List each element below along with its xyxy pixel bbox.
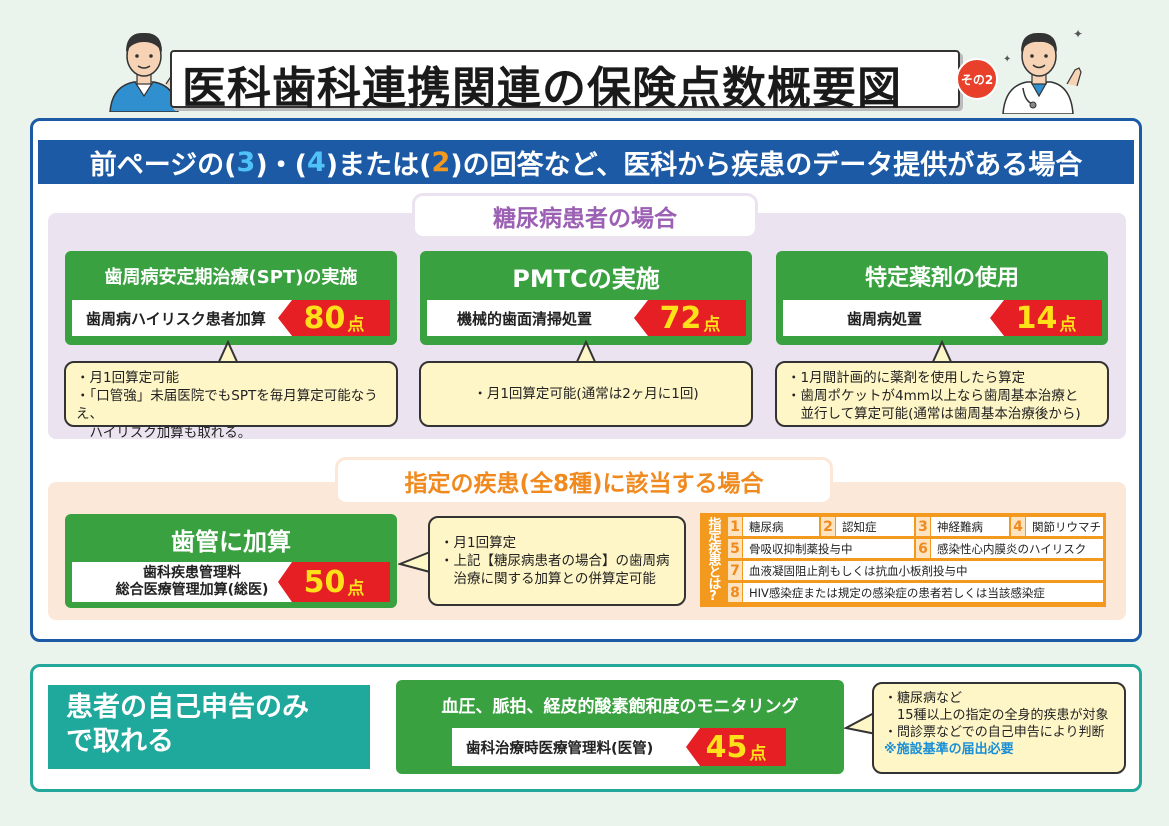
pmtc-note: ・月1回算定可能(通常は2ヶ月に1回)	[419, 361, 753, 427]
spt-card-title: 歯周病安定期治療(SPT)の実施	[104, 267, 358, 288]
note-line: ・上記【糖尿病患者の場合】の歯周病	[440, 553, 670, 570]
drug-item-label: 歯周病処置	[847, 309, 923, 328]
title-frame	[170, 50, 960, 108]
disease-name: 糖尿病	[743, 517, 819, 536]
svg-text:✦: ✦	[1003, 54, 1011, 65]
note-line: ・歯周ポケットが4mm以上なら歯周基本治療と	[787, 388, 1079, 405]
male-doctor-illustration: ✦ ✦	[1002, 27, 1083, 114]
note-line: ・1月間計画的に薬剤を使用したら算定	[787, 370, 1026, 386]
disease-name: 骨吸収抑制薬投与中	[743, 539, 914, 558]
disease-name: 認知症	[836, 517, 914, 536]
disease-name: HIV感染症または規定の感染症の患者若しくは当該感染症	[743, 583, 1103, 602]
header-text: )または(	[325, 149, 432, 181]
spt-note: ・月1回算定可能 ・「口管強」未届医院でもSPTを毎月算定可能なうえ、 ハイリス…	[64, 361, 398, 441]
male-staff-illustration	[109, 32, 179, 112]
note-line: ・「口管強」未届医院でもSPTを毎月算定可能なうえ、	[76, 388, 378, 423]
self-report-note: ・糖尿病など 15種以上の指定の全身的疾患が対象 ・問診票などでの自己申告により…	[872, 682, 1126, 774]
page-title: 医科歯科連携関連の保険点数概要図	[182, 63, 902, 114]
drug-card-title: 特定薬剤の使用	[864, 266, 1019, 291]
pmtc-item-label: 機械的歯面清掃処置	[457, 309, 593, 328]
disease-number: 7	[728, 561, 742, 580]
disease-number: 5	[728, 539, 742, 558]
points-value: 50	[303, 564, 346, 600]
main-header: 前ページの( 3 )・( 4 )または( 2 )の回答など、医科から疾患のデータ…	[38, 140, 1134, 184]
note-line: ・月1回算定可能(通常は2ヶ月に1回)	[473, 385, 699, 402]
header-number-3: 3	[236, 146, 256, 178]
spt-item: 歯周病ハイリスク患者加算	[72, 300, 312, 336]
shikan-note: ・月1回算定 ・上記【糖尿病患者の場合】の歯周病 治療に関する加算との併算定可能	[428, 516, 686, 606]
self-report-line1: 患者の自己申告のみ	[66, 692, 309, 723]
points-value: 72	[659, 300, 702, 336]
drug-item: 歯周病処置	[783, 300, 1023, 336]
note-pointer	[217, 340, 239, 365]
note-line: ハイリスク加算も取れる。	[76, 424, 252, 441]
header-text: )・(	[255, 149, 307, 181]
points-unit: 点	[749, 743, 767, 764]
shikan-item: 歯科疾患管理料 総合医療管理加算(総医)	[72, 562, 312, 602]
header-text: )の回答など、医科から疾患のデータ提供がある場合	[450, 149, 1083, 181]
note-pointer	[844, 711, 877, 735]
note-line: 治療に関する加算との併算定可能	[440, 571, 656, 588]
note-line: ・糖尿病など	[884, 691, 963, 706]
disease-table-label: 指定疾患とは?	[705, 517, 721, 603]
self-report-line2: で取れる	[66, 725, 174, 757]
note-line: ・月1回算定可能	[76, 370, 180, 386]
note-pointer	[398, 551, 431, 573]
header-number-2: 2	[431, 146, 451, 178]
diabetes-section-title: 糖尿病患者の場合	[415, 196, 755, 236]
disease-number: 4	[1011, 517, 1025, 536]
part-badge: その2	[956, 58, 998, 100]
spt-item-label: 歯周病ハイリスク患者加算	[86, 309, 266, 328]
pmtc-item: 機械的歯面清掃処置	[427, 300, 667, 336]
monitoring-item-label: 歯科治療時医療管理料(医管)	[466, 740, 654, 757]
disease-number: 8	[728, 583, 742, 602]
points-value: 14	[1015, 300, 1058, 336]
shikan-item-line1: 歯科疾患管理料	[143, 565, 241, 582]
disease-number: 1	[728, 517, 742, 536]
points-value: 45	[705, 729, 748, 765]
points-unit: 点	[1059, 314, 1077, 335]
self-report-label: 患者の自己申告のみ で取れる	[48, 685, 370, 769]
note-pointer	[931, 340, 953, 365]
disease-number: 6	[916, 539, 930, 558]
svg-text:✦: ✦	[1073, 27, 1083, 41]
points-unit: 点	[347, 314, 365, 335]
monitoring-item: 歯科治療時医療管理料(医管)	[452, 728, 702, 766]
disease-number: 2	[821, 517, 835, 536]
disease-number: 3	[916, 517, 930, 536]
disease-name: 関節リウマチ	[1026, 517, 1103, 536]
header-text: 前ページの(	[89, 149, 237, 181]
header-number-4: 4	[307, 146, 326, 178]
note-line: ・月1回算定	[440, 535, 517, 551]
designated-section-title: 指定の疾患(全8種)に該当する場合	[338, 460, 830, 502]
points-unit: 点	[347, 578, 365, 599]
drug-note: ・1月間計画的に薬剤を使用したら算定 ・歯周ポケットが4mm以上なら歯周基本治療…	[775, 361, 1109, 427]
note-line: 並行して算定可能(通常は歯周基本治療後から)	[787, 406, 1081, 423]
note-pointer	[575, 340, 597, 365]
monitoring-card-title: 血圧、脈拍、経皮的酸素飽和度のモニタリング	[441, 697, 799, 717]
disease-name: 神経難病	[931, 517, 1009, 536]
shikan-card-title: 歯管に加算	[171, 528, 291, 556]
points-unit: 点	[703, 314, 721, 335]
disease-name: 血液凝固阻止剤もしくは抗血小板剤投与中	[743, 561, 1103, 580]
disease-name: 感染性心内膜炎のハイリスク	[931, 539, 1103, 558]
note-line: ・問診票などでの自己申告により判断	[884, 725, 1105, 741]
note-line: 15種以上の指定の全身的疾患が対象	[884, 708, 1109, 724]
note-highlight: ※施設基準の届出必要	[884, 742, 1014, 758]
pmtc-card-title: PMTCの実施	[512, 265, 660, 293]
shikan-item-line2: 総合医療管理加算(総医)	[115, 582, 269, 598]
points-value: 80	[303, 300, 346, 336]
